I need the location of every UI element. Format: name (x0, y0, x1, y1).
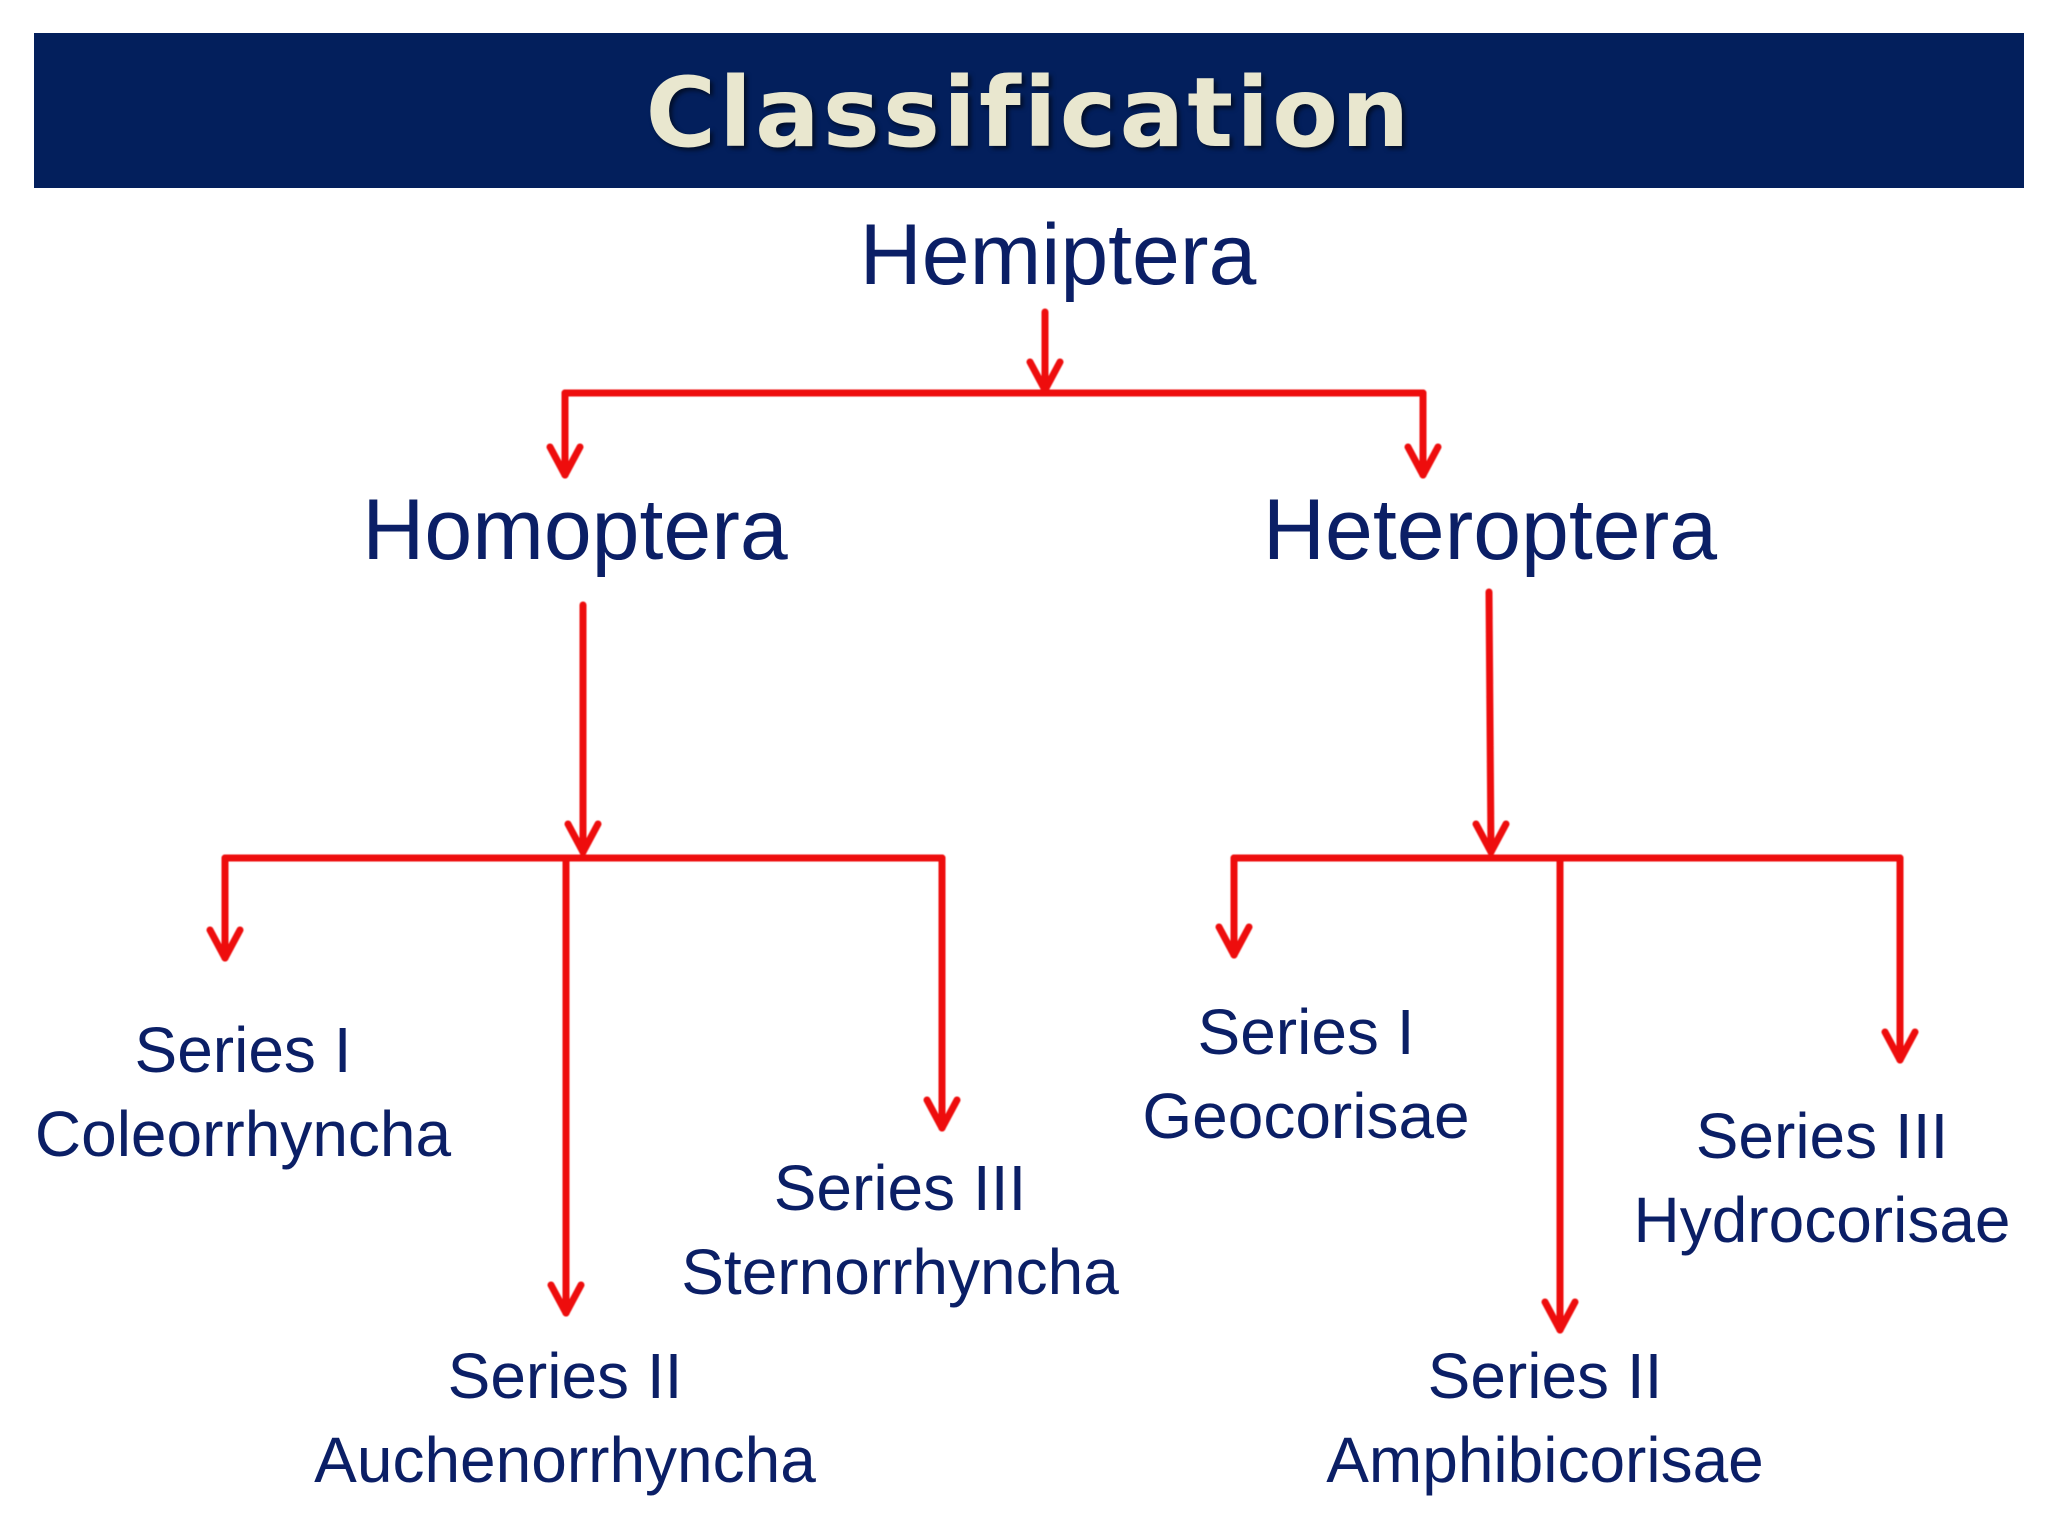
series-node-geocorisae: Series I Geocorisae (1142, 990, 1469, 1158)
arrow-down-icon (547, 1281, 585, 1317)
suborder-node-homoptera: Homoptera (362, 487, 787, 573)
arrow-down-icon (564, 820, 602, 856)
series-number: Series I (134, 1014, 352, 1086)
series-name: Sternorrhyncha (681, 1236, 1119, 1308)
series-name: Hydrocorisae (1633, 1184, 2011, 1256)
arrow-down-icon (1881, 1028, 1919, 1064)
page-title: Classification (645, 56, 1413, 169)
arrow-down-icon (206, 926, 244, 962)
root-node: Hemiptera (860, 212, 1257, 298)
arrow-down-icon (1215, 923, 1253, 959)
series-number: Series III (773, 1152, 1027, 1224)
arrow-down-icon (1472, 820, 1510, 856)
series-number: Series II (1427, 1340, 1663, 1412)
connector-heteroptera-stem (1485, 588, 1495, 856)
series-number: Series III (1695, 1100, 1949, 1172)
series-node-coleorrhyncha: Series I Coleorrhyncha (35, 1008, 451, 1176)
root-label: Hemiptera (859, 207, 1257, 303)
series-name: Auchenorrhyncha (314, 1424, 816, 1496)
arrow-down-icon (546, 443, 584, 479)
suborder-node-heteroptera: Heteroptera (1263, 487, 1717, 573)
series-number: Series I (1197, 996, 1415, 1068)
series-name: Amphibicorisae (1326, 1424, 1764, 1496)
series-name: Coleorrhyncha (34, 1098, 452, 1170)
series-number: Series II (447, 1340, 683, 1412)
arrow-down-icon (1404, 443, 1442, 479)
series-node-sternorrhyncha: Series III Sternorrhyncha (681, 1146, 1119, 1314)
suborder-label: Homoptera (362, 482, 788, 578)
header-bar: Classification (34, 33, 2024, 188)
series-node-hydrocorisae: Series III Hydrocorisae (1633, 1094, 2010, 1262)
suborder-label: Heteroptera (1262, 482, 1718, 578)
series-name: Geocorisae (1142, 1080, 1470, 1152)
arrow-down-icon (923, 1096, 961, 1132)
arrow-down-icon (1541, 1298, 1579, 1334)
series-node-amphibicorisae: Series II Amphibicorisae (1326, 1334, 1764, 1502)
series-node-auchenorrhyncha: Series II Auchenorrhyncha (314, 1334, 816, 1502)
